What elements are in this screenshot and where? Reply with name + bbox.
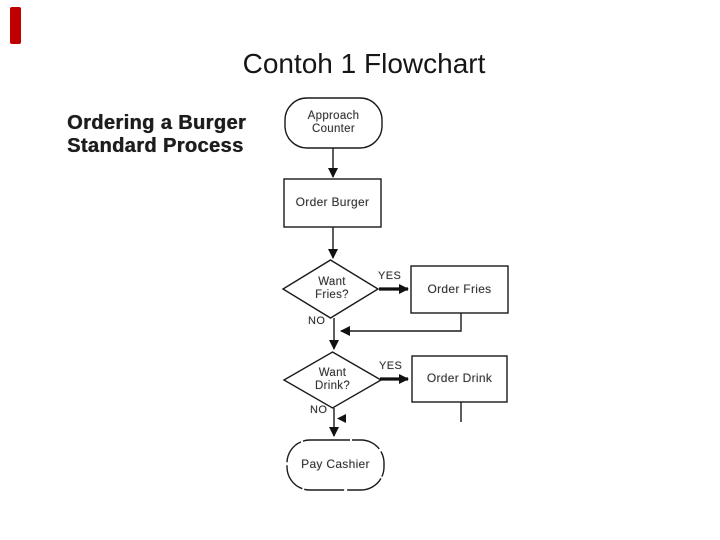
start-label-line-1: Approach — [307, 109, 360, 122]
want-drink-line-1: Want — [318, 366, 347, 379]
want-fries-line-2: Fries? — [315, 289, 349, 301]
slide-accent-bar — [10, 7, 21, 44]
order-drink-label: Order Drink — [426, 371, 493, 386]
fries-no-label: NO — [308, 315, 326, 327]
fries-yes-label: YES — [378, 270, 402, 282]
edge-order-fries-return — [340, 313, 462, 336]
flowchart-caption: Ordering a Burger Standard Process — [67, 112, 246, 158]
slide-title: Contoh 1 Flowchart — [242, 48, 486, 79]
drink-no-label: NO — [310, 404, 328, 416]
caption-line-1: Ordering a Burger — [67, 112, 247, 134]
want-drink-decision-shape — [282, 351, 383, 409]
order-burger-label: Order Burger — [295, 195, 370, 210]
order-fries-label: Order Fries — [427, 281, 492, 296]
want-drink-line-2: Drink? — [314, 380, 351, 392]
end-terminator-shape — [286, 439, 385, 491]
order-drink-return-arrowhead — [337, 414, 346, 423]
want-fries-label: Want Fries? — [291, 263, 373, 315]
end-terminator-label: Pay Cashier — [301, 457, 370, 472]
start-terminator-label: Approach Counter — [285, 98, 382, 148]
want-fries-line-1: Want — [318, 275, 346, 288]
drink-yes-label: YES — [379, 360, 403, 372]
order-drink-process-shape — [411, 355, 508, 403]
want-fries-decision-shape — [281, 259, 380, 319]
want-drink-label: Want Drink? — [292, 355, 373, 405]
caption-line-2: Standard Process — [67, 135, 244, 157]
order-fries-process-shape — [410, 265, 509, 314]
start-label-line-2: Counter — [311, 123, 355, 135]
